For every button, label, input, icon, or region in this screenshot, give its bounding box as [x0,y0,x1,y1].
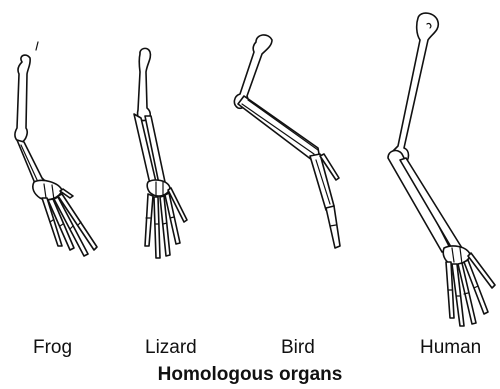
bird-wing [234,35,340,248]
human-label: Human [420,337,481,359]
human-arm [388,13,495,326]
frog-stray-mark [36,42,38,50]
lizard-humerus [138,48,151,120]
bird-radius-ulna [238,96,320,160]
lizard-label: Lizard [145,337,197,359]
human-radius [400,158,462,252]
frog-digits [42,189,97,256]
human-ulna [388,151,450,252]
frog-humerus [15,55,30,142]
bird-humerus [234,35,272,108]
lizard-forelimb [134,48,187,258]
human-digits [446,253,495,326]
diagram-title: Homologous organs [0,364,500,386]
frog-label: Frog [33,337,72,359]
lizard-digits [145,188,187,258]
frog-forelimb [15,42,97,256]
bird-label: Bird [281,337,315,359]
human-humerus [392,13,439,164]
bird-carpometacarpus [310,154,334,210]
